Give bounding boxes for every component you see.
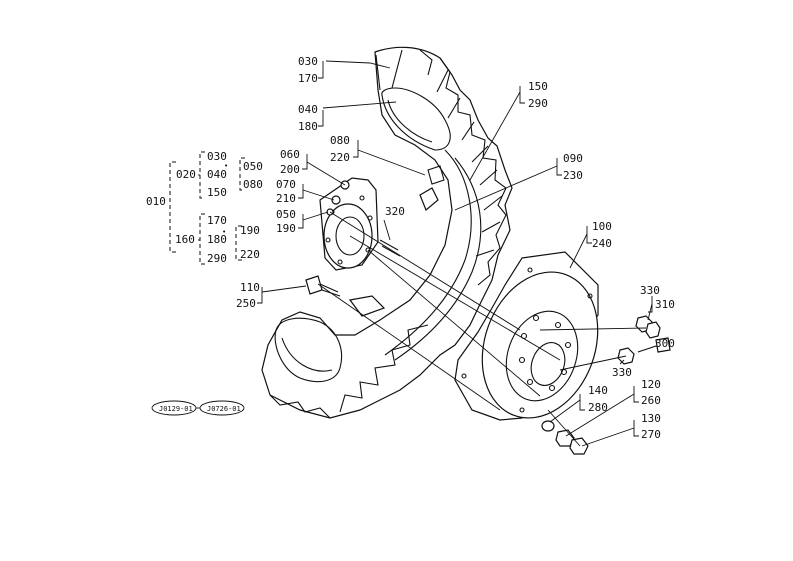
callout-260: 260 (641, 394, 661, 407)
callout-330-upper: 330 (640, 284, 660, 297)
callout-150: 150 (528, 80, 548, 93)
callout-190: 190 (276, 222, 296, 235)
tree-030: 030 (207, 150, 227, 163)
callout-labels: 030 170 040 180 080 220 150 290 090 230 … (236, 55, 675, 441)
tree-040: 040 (207, 168, 227, 181)
leaders (257, 60, 653, 447)
tree-050: 050 (243, 160, 263, 173)
callout-110: 110 (240, 281, 260, 294)
callout-060: 060 (280, 148, 300, 161)
callout-120: 120 (641, 378, 661, 391)
callout-330-lower: 330 (612, 366, 632, 379)
callout-280: 280 (588, 401, 608, 414)
callout-080: 080 (330, 134, 350, 147)
tree-180: 180 (207, 233, 227, 246)
callout-140: 140 (588, 384, 608, 397)
tree-020: 020 (176, 168, 196, 181)
tree-labels: 010 020 030 040 150 050 080 160 170 180 … (146, 150, 263, 265)
callout-240: 240 (592, 237, 612, 250)
center-lines (317, 211, 647, 447)
callout-250: 250 (236, 297, 256, 310)
callout-270: 270 (641, 428, 661, 441)
callout-030: 030 (298, 55, 318, 68)
callout-040: 040 (298, 103, 318, 116)
callout-300: 300 (655, 337, 675, 350)
reference-ovals: J0129-01 J0726-01 (151, 400, 245, 416)
tree-290: 290 (207, 252, 227, 265)
callout-050: 050 (276, 208, 296, 221)
callout-200: 200 (280, 163, 300, 176)
tree-dot-1: • (224, 162, 228, 170)
tree-160: 160 (175, 233, 195, 246)
tree-220: 220 (240, 248, 260, 261)
callout-210: 210 (276, 192, 296, 205)
tree-150: 150 (207, 186, 227, 199)
callout-290: 290 (528, 97, 548, 110)
tree-dot-2: • (222, 228, 226, 236)
callout-100: 100 (592, 220, 612, 233)
tree-080: 080 (243, 178, 263, 191)
tire (261, 46, 513, 419)
callout-130: 130 (641, 412, 661, 425)
callout-070: 070 (276, 178, 296, 191)
tree-170: 170 (207, 214, 227, 227)
wheel-flange (454, 251, 599, 421)
callout-090: 090 (563, 152, 583, 165)
callout-230: 230 (563, 169, 583, 182)
callout-220: 220 (330, 151, 350, 164)
callout-320: 320 (385, 205, 405, 218)
callout-180: 180 (298, 120, 318, 133)
callout-170: 170 (298, 72, 318, 85)
tree-190: 190 (240, 224, 260, 237)
reference-1: J0129-01 (159, 405, 193, 413)
tree-010: 010 (146, 195, 166, 208)
callout-310: 310 (655, 298, 675, 311)
assembly-tree (169, 151, 245, 265)
reference-2: J0726-01 (207, 405, 241, 413)
